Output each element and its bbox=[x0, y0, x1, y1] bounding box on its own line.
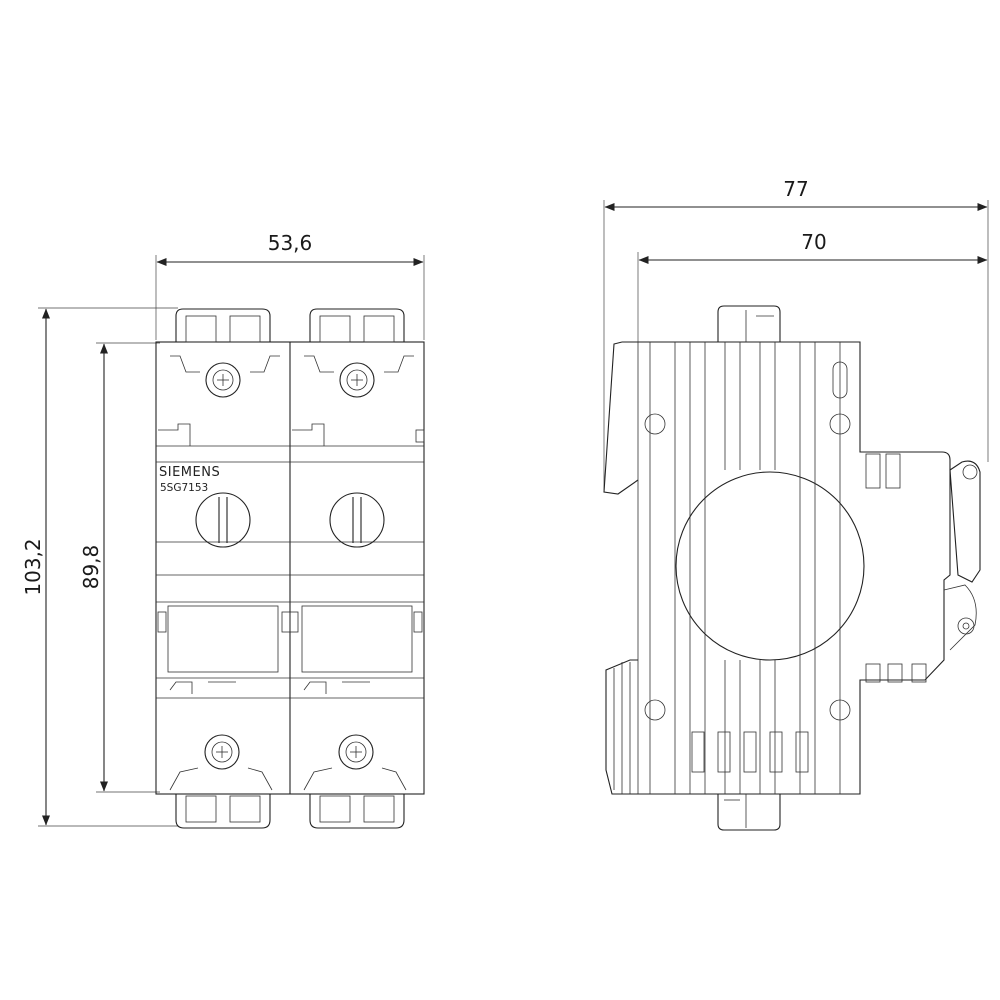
terminal-screw-icon bbox=[204, 734, 240, 770]
front-view: 53,6 103,2 89,8 bbox=[21, 231, 425, 829]
dim-depth-body: 70 bbox=[637, 230, 988, 342]
lever-icon[interactable] bbox=[949, 460, 981, 583]
dim-height-body-label: 89,8 bbox=[79, 545, 103, 590]
dim-height-total: 103,2 bbox=[21, 307, 178, 827]
terminal-screw-icon bbox=[205, 362, 241, 398]
terminal-screw-icon bbox=[338, 734, 374, 770]
brand-label: SIEMENS bbox=[159, 465, 220, 480]
terminal-screw-icon bbox=[339, 362, 375, 398]
dim-depth-body-label: 70 bbox=[801, 230, 826, 254]
side-housing bbox=[603, 305, 981, 831]
side-view: 77 70 bbox=[603, 177, 989, 831]
dim-height-total-label: 103,2 bbox=[21, 538, 45, 595]
rotary-knob-icon[interactable] bbox=[329, 492, 385, 548]
mounting-hole-icon bbox=[644, 413, 666, 435]
dim-depth-total: 77 bbox=[603, 177, 989, 490]
dim-height-body: 89,8 bbox=[79, 342, 160, 793]
breaker-housing bbox=[155, 341, 425, 795]
pole-2 bbox=[292, 308, 414, 829]
contact-window bbox=[675, 471, 865, 661]
mounting-hole-icon bbox=[644, 699, 666, 721]
model-label: 5SG7153 bbox=[160, 482, 208, 494]
pole-1: SIEMENS 5SG7153 bbox=[158, 308, 280, 829]
mounting-hole-icon bbox=[829, 699, 851, 721]
dim-width: 53,6 bbox=[155, 231, 425, 340]
mounting-hole-icon bbox=[829, 413, 851, 435]
dim-width-label: 53,6 bbox=[268, 231, 313, 255]
rotary-knob-icon[interactable] bbox=[195, 492, 251, 548]
dim-depth-total-label: 77 bbox=[783, 177, 808, 201]
